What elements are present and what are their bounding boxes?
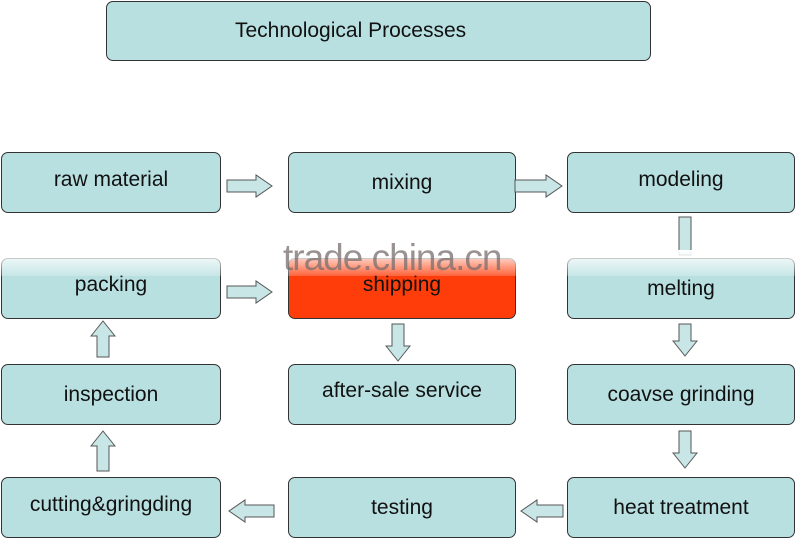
- arrow-down-icon: [672, 323, 698, 357]
- step-coarse-grinding: coavse grinding: [567, 364, 795, 425]
- arrow-right-icon: [514, 174, 563, 198]
- step-after-sale-service: after-sale service: [288, 364, 516, 425]
- step-inspection: inspection: [1, 364, 221, 425]
- arrow-right-icon: [226, 174, 273, 198]
- watermark: trade.china.cn: [283, 237, 502, 278]
- arrow-right-icon: [226, 280, 273, 304]
- step-testing: testing: [288, 477, 516, 538]
- title: Technological Processes: [235, 19, 467, 42]
- arrow-left-icon: [228, 499, 275, 523]
- step-heat-treatment: heat treatment: [567, 477, 795, 538]
- arrow-down-icon: [385, 323, 411, 362]
- arrow-up-icon: [90, 320, 116, 358]
- arrow-left-icon: [520, 499, 564, 523]
- arrow-up-icon: [90, 430, 116, 472]
- step-mixing: mixing: [288, 152, 516, 213]
- title-box: Technological Processes: [106, 1, 651, 61]
- step-cutting-grinding: cutting&gringding: [1, 477, 221, 538]
- step-raw-material: raw material: [1, 152, 221, 213]
- arrow-down-icon: [672, 430, 698, 469]
- step-modeling: modeling: [567, 152, 795, 213]
- watermark-band: [0, 250, 795, 276]
